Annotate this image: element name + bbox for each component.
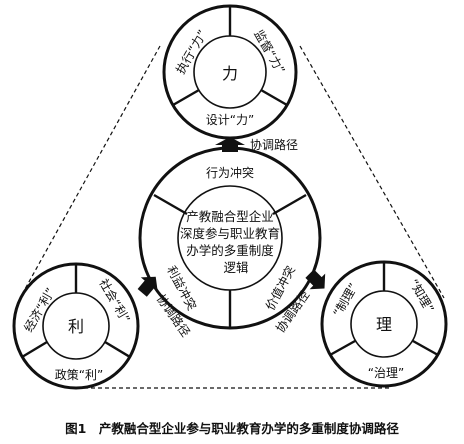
arrow-down-left-icon xyxy=(137,276,158,297)
left-divider xyxy=(104,340,131,359)
right-segment-label: “治理” xyxy=(368,366,404,380)
arrow-down-right-icon xyxy=(305,269,326,290)
arrow-top: 协调路径 xyxy=(215,137,298,152)
right-node: 理 “制理” “知理” “治理” xyxy=(320,260,448,388)
dashed-triangle xyxy=(19,45,445,389)
middle-ring-label: 行为冲突 xyxy=(206,165,254,180)
dashed-edge-right xyxy=(299,45,445,299)
figure-caption: 图1 产教融合型企业参与职业教育办学的多重制度协调路径 xyxy=(65,421,399,436)
left-center-label: 利 xyxy=(68,317,84,336)
top-node: 力 执行“力” 监督“力” 设计“力” xyxy=(162,4,298,140)
middle-divider xyxy=(272,193,307,216)
top-center-label: 力 xyxy=(222,64,238,83)
right-divider xyxy=(329,339,356,357)
top-segment-label: 设计“力” xyxy=(206,113,254,127)
left-divider xyxy=(21,340,48,359)
middle-center-line: 逻辑 xyxy=(223,260,248,275)
top-divider xyxy=(172,88,200,107)
left-node: 利 经济“利” 社会“利” 政策“利” xyxy=(12,262,140,390)
right-center-label: 理 xyxy=(376,315,392,334)
dashed-edge-left xyxy=(19,45,161,299)
middle-center-line: 办学的多重制度 xyxy=(186,243,274,258)
middle-divider xyxy=(153,193,188,216)
left-segment-label: 政策“利” xyxy=(55,368,103,382)
middle-center-line: 产教融合型企业 xyxy=(186,209,274,224)
arrow-up-icon xyxy=(215,137,245,152)
right-divider xyxy=(412,339,439,357)
middle-center-line: 深度参与职业教育 xyxy=(180,226,280,241)
arrow-top-label: 协调路径 xyxy=(250,137,298,152)
top-divider xyxy=(260,88,288,107)
middle-node: 产教融合型企业 深度参与职业教育 办学的多重制度 逻辑 行为冲突 利益冲突 价值… xyxy=(138,146,322,330)
